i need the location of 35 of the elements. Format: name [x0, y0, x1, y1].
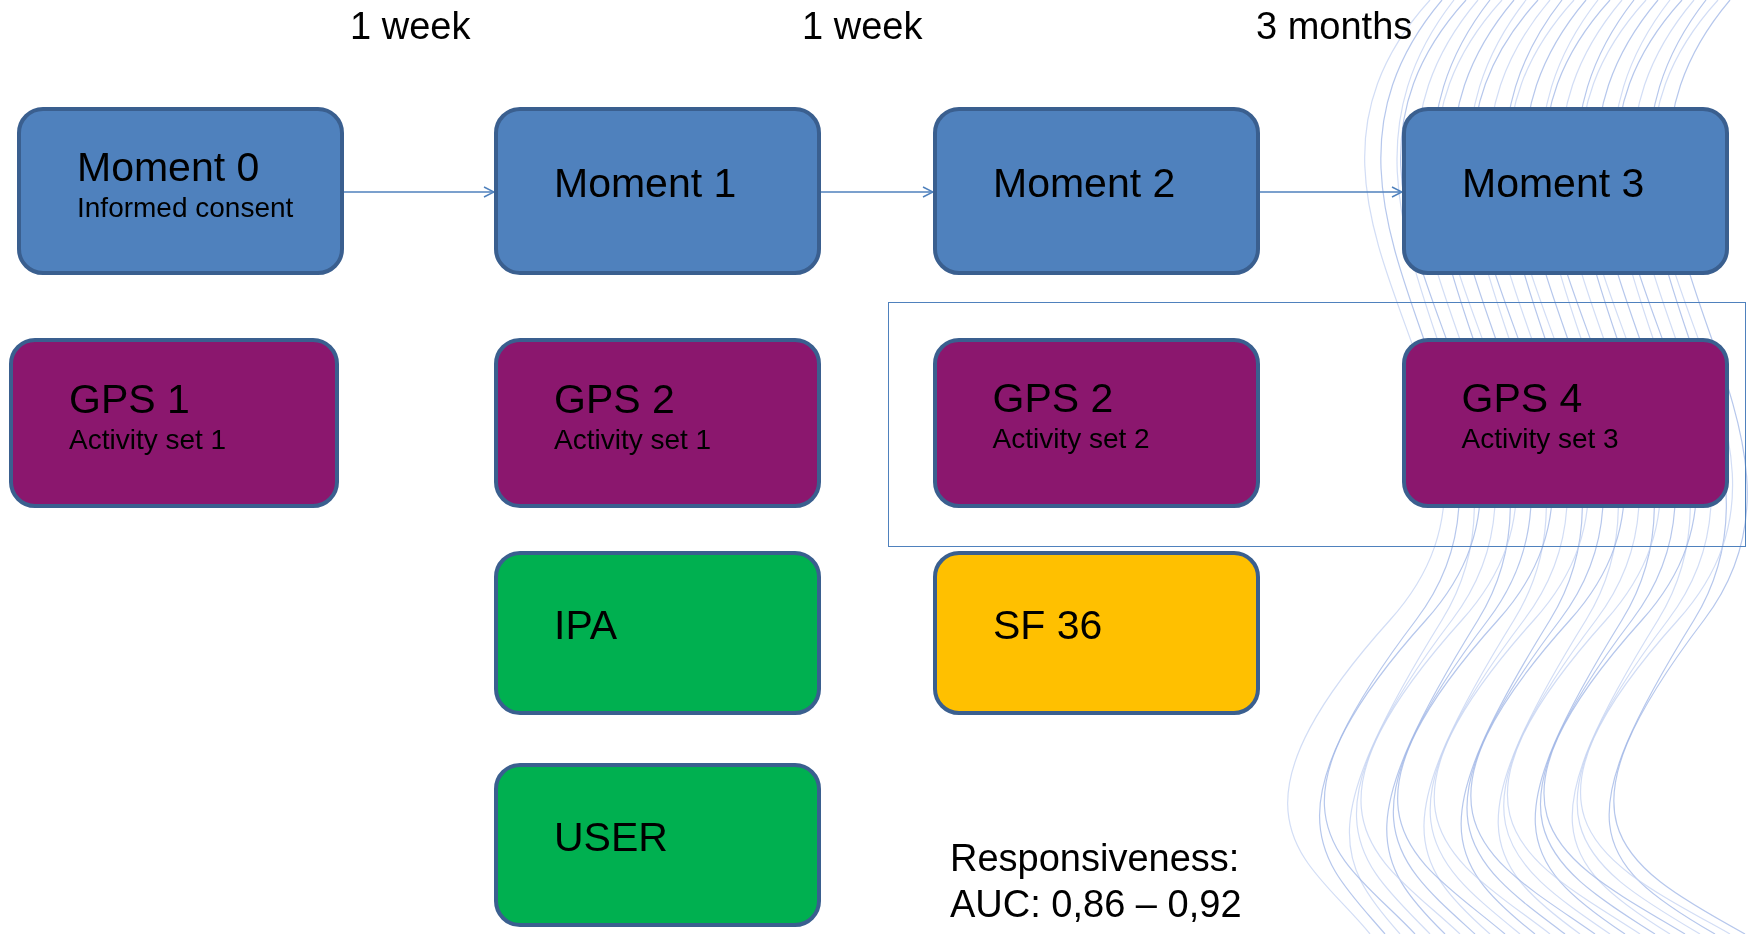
group-frame: [888, 302, 1746, 547]
questionnaire-box: [494, 551, 821, 715]
box-subtitle: Activity set 3: [1461, 422, 1620, 456]
box-subtitle: Activity set 2: [992, 422, 1151, 456]
box-title: GPS 2: [554, 375, 676, 423]
box-title: Moment 3: [1462, 160, 1646, 208]
box-title: USER: [554, 814, 669, 862]
box-title: GPS 1: [69, 375, 191, 423]
note-text: Responsiveness: AUC: 0,86 – 0,92: [950, 836, 1243, 927]
arrow: [343, 186, 495, 198]
box-title: GPS 4: [1461, 375, 1584, 423]
box-subtitle: Activity set 1: [554, 422, 713, 457]
box-title: Moment 1: [554, 160, 738, 208]
questionnaire-box: [494, 763, 821, 927]
box-title: Moment 2: [993, 160, 1177, 208]
measurement-box: [9, 338, 339, 508]
box-title: SF 36: [993, 602, 1104, 650]
duration-label: 3 months: [1256, 4, 1413, 49]
box-subtitle: Informed consent: [77, 190, 295, 225]
measurement-box: [1401, 337, 1729, 508]
measurement-box: [932, 337, 1260, 508]
box-title: IPA: [554, 602, 619, 650]
box-subtitle: Activity set 1: [69, 422, 228, 457]
questionnaire-box: [933, 551, 1260, 715]
moment-box: [494, 107, 821, 275]
arrow: [1259, 186, 1403, 198]
duration-label: 1 week: [350, 4, 471, 49]
box-title: GPS 2: [992, 375, 1115, 423]
measurement-box: [494, 338, 821, 508]
box-title: Moment 0: [77, 143, 261, 191]
arrow: [820, 186, 934, 198]
moment-box: [1402, 107, 1729, 275]
moment-box: [933, 107, 1260, 275]
duration-label: 1 week: [802, 4, 923, 49]
moment-box: [17, 107, 344, 275]
